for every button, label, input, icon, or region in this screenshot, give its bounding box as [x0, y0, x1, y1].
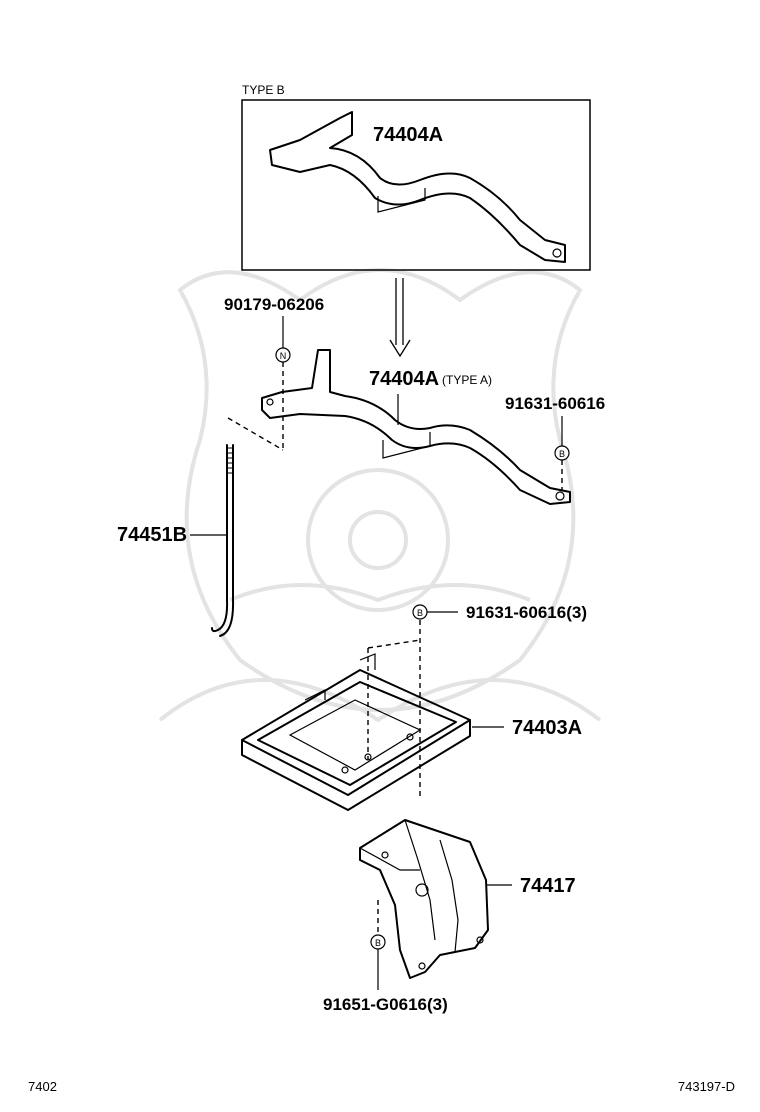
footer-right-code: 743197-D [678, 1079, 735, 1094]
label-rod: 74451B [117, 524, 187, 546]
label-bracket-bolt: 91651-G0616(3) [323, 995, 448, 1014]
label-tray-nut: 91631-60616(3) [466, 603, 587, 622]
inset-box [241, 99, 591, 271]
arrow-down-icon [389, 278, 411, 358]
hold-down-bar [261, 349, 571, 505]
label-tray: 74403A [512, 717, 582, 739]
label-nut-right: 91631-60616 [505, 394, 605, 413]
footer-left-code: 7402 [28, 1079, 57, 1094]
label-bracket: 74417 [520, 875, 576, 897]
b-callout-text: B [417, 608, 423, 618]
tray-bracket [359, 819, 489, 979]
label-hold-down-type: (TYPE A) [442, 373, 492, 387]
b-callout-text: B [559, 449, 565, 459]
battery-tray [241, 653, 471, 811]
label-hold-down: 74404A [369, 368, 439, 390]
b-callout-text: B [375, 938, 381, 948]
n-callout-text: N [280, 351, 287, 361]
hold-down-rod [211, 444, 235, 637]
inset-part-number: 74404A [373, 124, 443, 146]
inset-caption: TYPE B [242, 83, 285, 97]
label-bolt-top: 90179-06206 [224, 295, 324, 314]
inset-hold-down-bar [269, 111, 566, 263]
